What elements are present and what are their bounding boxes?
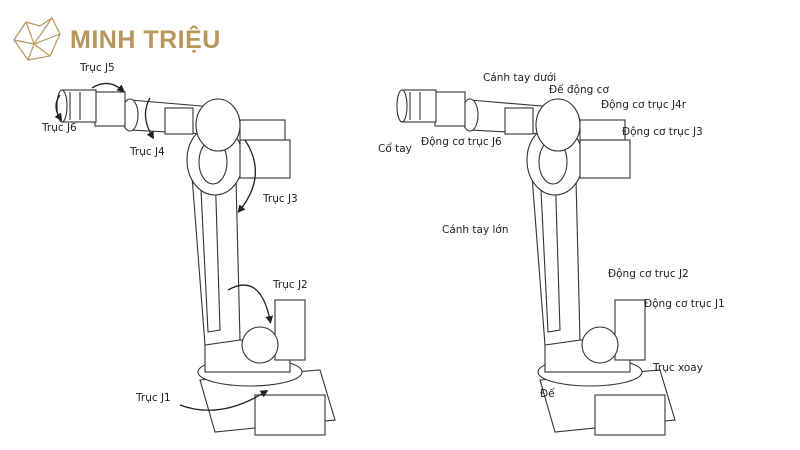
label-motor-j1: Động cơ trục J1 <box>644 298 725 310</box>
label-base: Đế <box>540 388 555 400</box>
arrow-j2 <box>227 284 274 324</box>
label-upper-arm: Cánh tay lớn <box>442 224 509 236</box>
label-motor-j2: Động cơ trục J2 <box>608 268 689 280</box>
label-axis-j6: Trục J6 <box>42 122 77 134</box>
label-motor-base: Đế động cơ <box>549 84 609 96</box>
label-motor-j3: Động cơ trục J3 <box>622 126 703 138</box>
arrow-j6 <box>54 94 63 122</box>
rotation-arrows <box>54 82 274 411</box>
label-axis-j5: Trục J5 <box>80 62 115 74</box>
label-axis-j3: Trục J3 <box>263 193 298 205</box>
brand-logo-text: MINH TRIỆU <box>70 26 221 54</box>
label-swivel: Trục xoay <box>653 362 703 374</box>
label-axis-j1: Trục J1 <box>136 392 171 404</box>
arrow-j1 <box>179 389 269 411</box>
label-wrist: Cổ tay <box>378 143 412 155</box>
label-axis-j4: Trục J4 <box>130 146 165 158</box>
label-axis-j2: Trục J2 <box>273 279 308 291</box>
label-forearm: Cánh tay dưới <box>483 72 557 84</box>
logo-icon <box>13 17 61 61</box>
arrow-j4 <box>144 97 154 140</box>
label-motor-j4r: Động cơ trục J4r <box>601 99 687 111</box>
robot-left <box>56 89 336 436</box>
arrow-j3 <box>237 139 256 214</box>
label-motor-j6: Động cơ trục J6 <box>421 136 502 148</box>
arrow-j5 <box>91 82 125 93</box>
